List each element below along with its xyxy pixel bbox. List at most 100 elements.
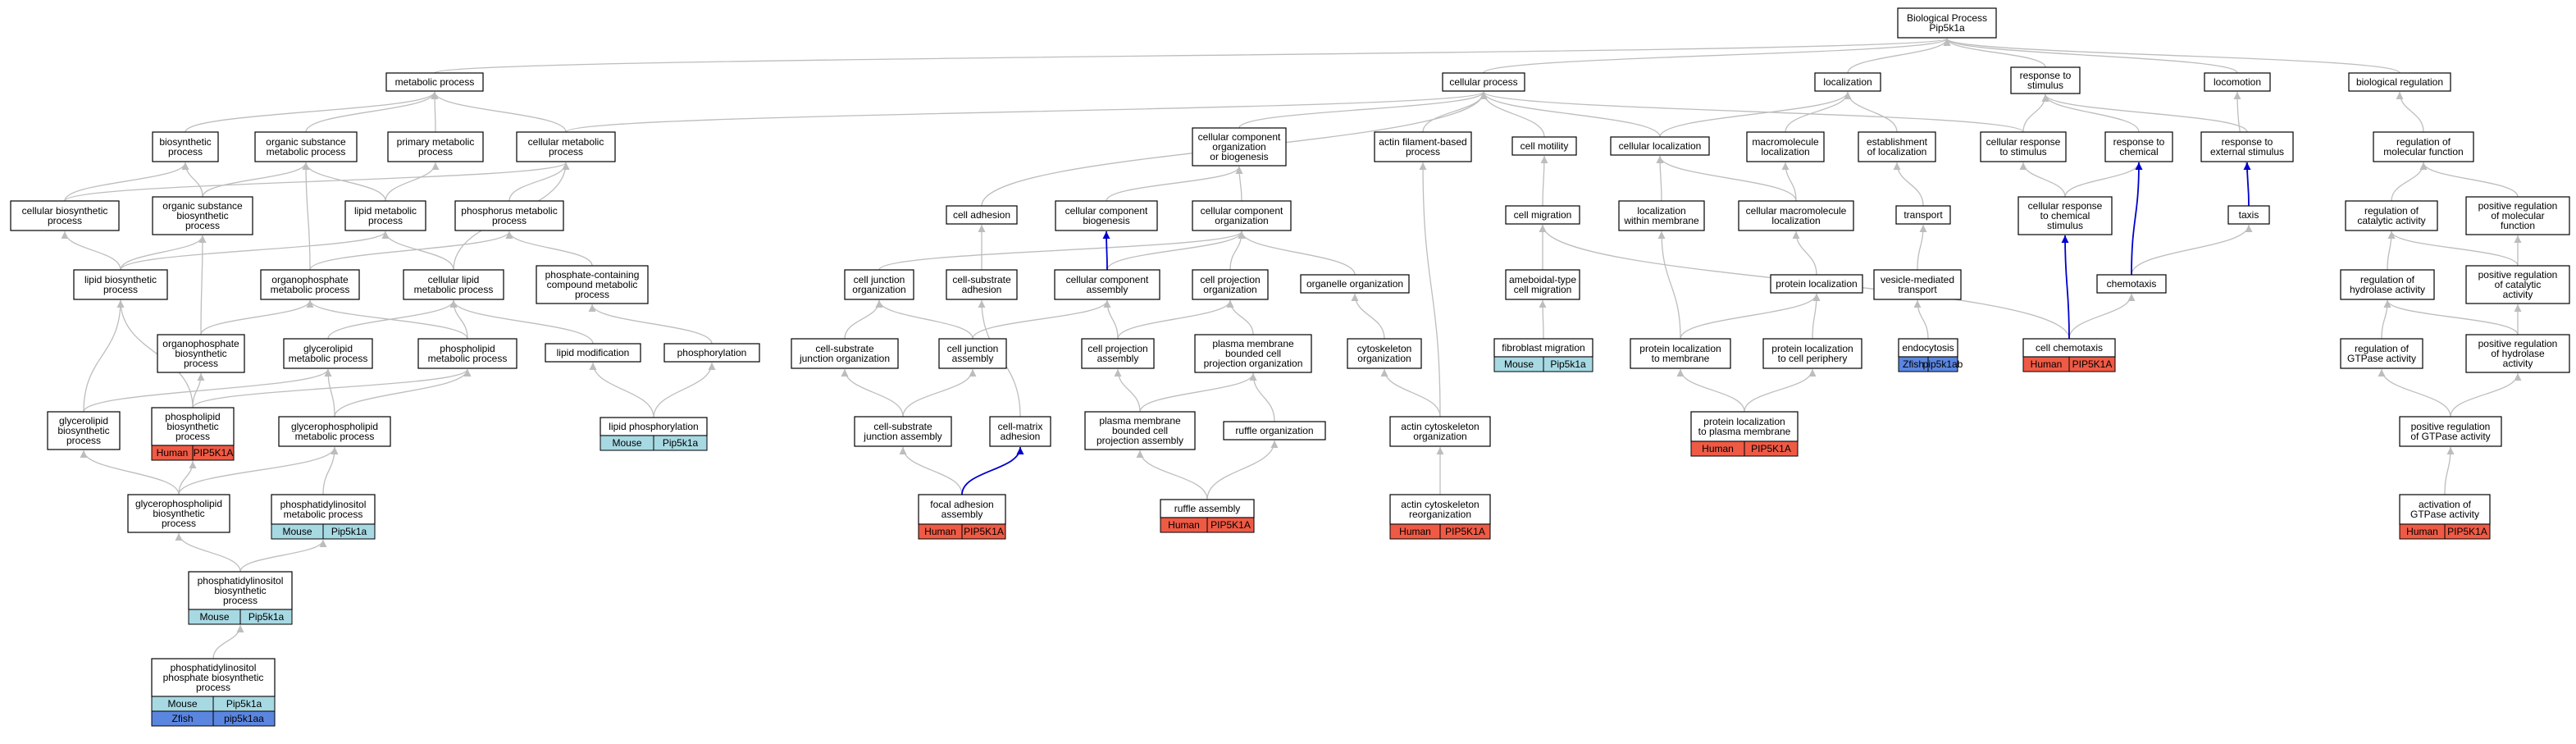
go-term-cellular_loc[interactable]: cellular localization [1610, 136, 1710, 156]
go-term-taxis[interactable]: taxis [2227, 205, 2270, 225]
edge-response_stimulus-to-bp [1943, 38, 2046, 68]
gene-label: PIP5K1A [2072, 358, 2113, 370]
go-term-label: cell projection [1087, 343, 1147, 354]
edge-transport-to-estab_loc [1893, 162, 1924, 207]
edge-pi_met-to-glycerophos_met [322, 446, 339, 495]
edge-chemotaxis-to-taxis [2131, 224, 2253, 276]
go-term-ruffle_org[interactable]: ruffle organization [1223, 421, 1326, 440]
go-term-cellular_process[interactable]: cellular process [1442, 72, 1525, 92]
edge-pos_reg_gtpase-to-pos_reg_hydro [2450, 372, 2522, 418]
go-term-lipid_mod[interactable]: lipid modification [545, 343, 641, 363]
go-term-organelle_org[interactable]: organelle organization [1300, 274, 1410, 294]
go-term-label: cell adhesion [953, 209, 1010, 221]
go-term-label: GTPase activity [2410, 509, 2479, 520]
go-term-chemotaxis[interactable]: chemotaxis [2096, 274, 2167, 294]
go-term-label: biosynthetic [159, 136, 211, 148]
go-term-protein_loc[interactable]: protein localization [1770, 274, 1863, 294]
go-term-cell_motility[interactable]: cell motility [1511, 136, 1577, 156]
go-term-bioreg[interactable]: biological regulation [2348, 72, 2451, 92]
go-term-transport[interactable]: transport [1895, 205, 1951, 225]
go-term-locomotion[interactable]: locomotion [2204, 72, 2271, 92]
go-term-metabolic[interactable]: metabolic process [385, 72, 484, 92]
go-term-pi_biosyn[interactable]: phosphatidylinositolbiosyntheticprocessM… [188, 571, 293, 625]
go-term-localization[interactable]: localization [1814, 72, 1881, 92]
go-term-cell_adhesion[interactable]: cell adhesion [946, 205, 1018, 225]
go-term-phosphorylation[interactable]: phosphorylation [663, 343, 760, 363]
go-term-box [1389, 494, 1491, 525]
go-term-label: cellular component [1198, 131, 1281, 143]
go-term-cell_migration[interactable]: cell migration [1505, 205, 1580, 225]
edge-phospholipid_biosyn-to-lipid_biosyn [116, 299, 194, 409]
